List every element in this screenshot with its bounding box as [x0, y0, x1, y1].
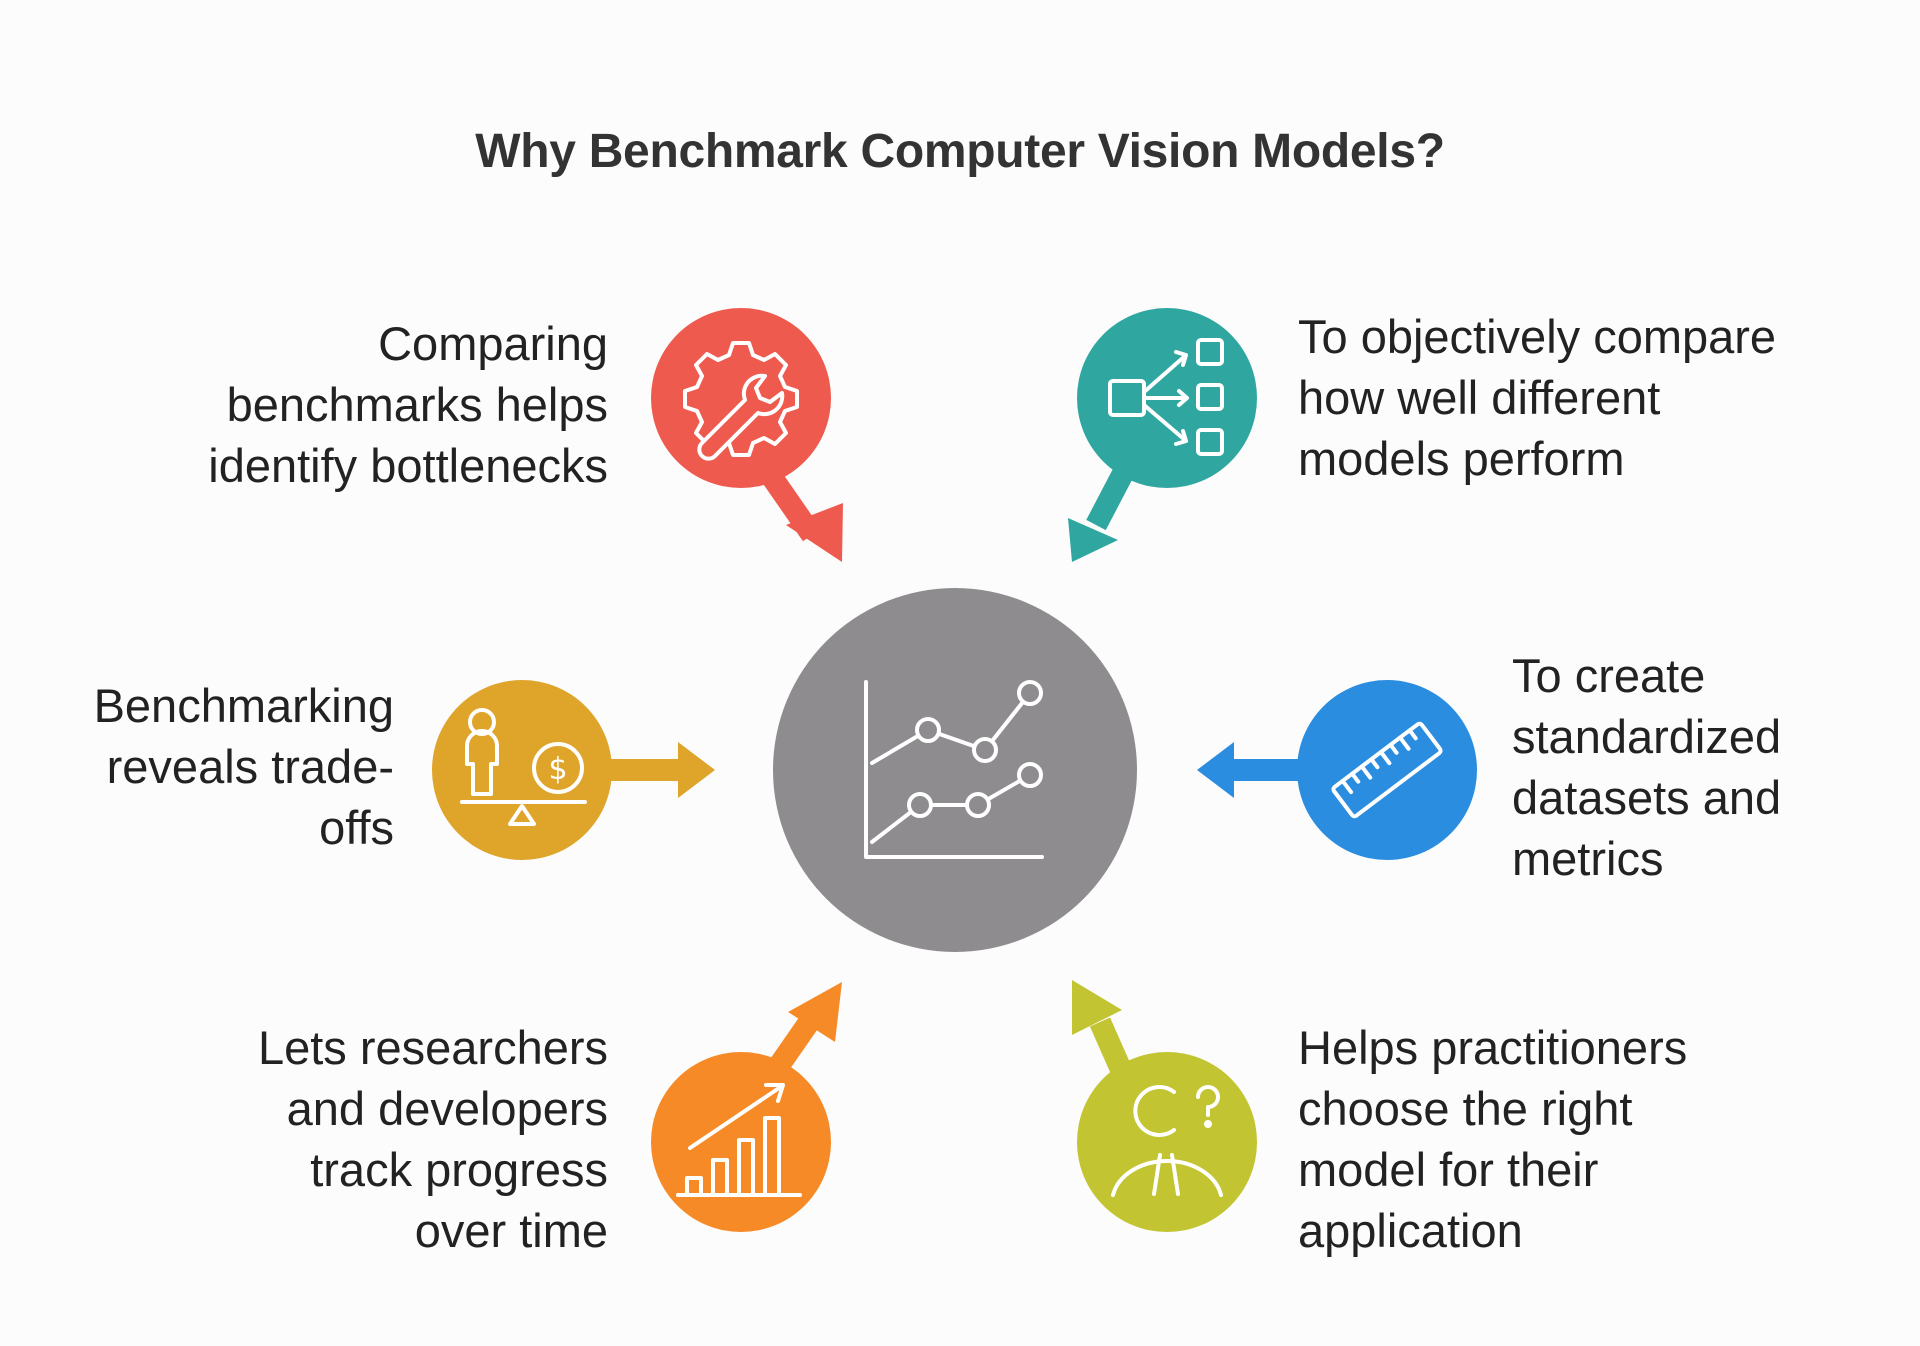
label-line: To create	[1512, 649, 1706, 702]
label-bottlenecks: Comparing benchmarks helps identify bott…	[208, 313, 608, 496]
label-choose: Helps practitioners choose the right mod…	[1298, 1017, 1687, 1261]
label-line: benchmarks helps	[226, 378, 608, 431]
label-line: datasets and	[1512, 771, 1782, 824]
label-line: choose the right	[1298, 1082, 1633, 1135]
node-standardized	[1297, 680, 1477, 860]
person-question-icon	[1111, 1085, 1223, 1197]
node-tradeoffs: $	[432, 680, 612, 860]
label-standardized: To create standardized datasets and metr…	[1512, 645, 1781, 889]
line-chart-icon	[864, 680, 1044, 859]
ruler-icon	[1331, 721, 1443, 819]
svg-text:$: $	[548, 752, 567, 787]
growth-bars-icon	[676, 1083, 802, 1197]
label-line: model for their	[1298, 1143, 1599, 1196]
center-node	[773, 588, 1137, 952]
node-compare	[1077, 308, 1257, 488]
label-line: Comparing	[378, 317, 608, 370]
label-line: offs	[319, 801, 394, 854]
label-compare: To objectively compare how well differen…	[1298, 306, 1776, 489]
node-progress	[651, 1052, 831, 1232]
label-line: and developers	[286, 1082, 608, 1135]
label-line: metrics	[1512, 832, 1664, 885]
label-line: track progress	[310, 1143, 608, 1196]
gear-wrench-icon	[683, 341, 799, 461]
node-bottlenecks	[651, 308, 831, 488]
node-choose	[1077, 1052, 1257, 1232]
label-tradeoffs: Benchmarking reveals trade- offs	[94, 675, 394, 858]
label-line: standardized	[1512, 710, 1782, 763]
arrow-compare	[1068, 454, 1140, 562]
label-line: Benchmarking	[93, 679, 394, 732]
label-line: identify bottlenecks	[208, 439, 608, 492]
label-line: Helps practitioners	[1298, 1021, 1688, 1074]
label-line: To objectively compare	[1298, 310, 1777, 363]
label-line: how well different	[1298, 371, 1661, 424]
label-line: application	[1298, 1204, 1523, 1257]
person-money-balance-icon: $	[460, 708, 587, 826]
arrow-tradeoffs	[600, 742, 715, 798]
label-line: over time	[414, 1204, 608, 1257]
label-progress: Lets researchers and developers track pr…	[258, 1017, 608, 1261]
page-title: Why Benchmark Computer Vision Models?	[475, 125, 1445, 178]
label-line: reveals trade-	[106, 740, 394, 793]
label-line: models perform	[1298, 432, 1625, 485]
flow-distribution-icon	[1108, 338, 1224, 456]
label-line: Lets researchers	[257, 1021, 608, 1074]
